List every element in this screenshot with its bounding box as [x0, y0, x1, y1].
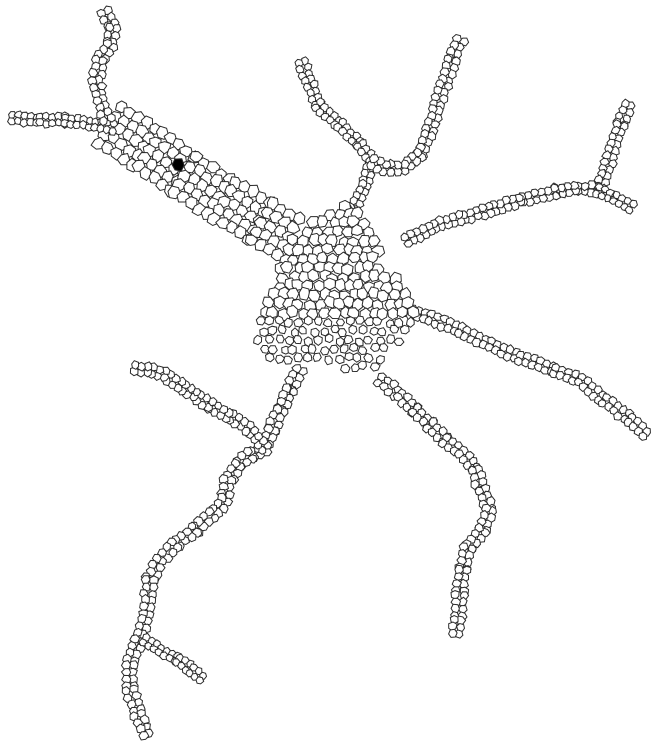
cell: [313, 353, 321, 361]
cell: [373, 318, 382, 326]
cell: [100, 117, 108, 126]
cell: [370, 363, 380, 371]
cell: [394, 338, 404, 345]
cell: [455, 565, 464, 573]
cell: [317, 216, 327, 228]
cell: [49, 120, 56, 127]
cell: [338, 329, 346, 337]
cell: [276, 335, 284, 343]
cell: [347, 317, 355, 326]
cell: [387, 335, 395, 344]
cell: [107, 114, 115, 122]
cell: [268, 326, 277, 335]
cell: [336, 319, 344, 326]
cell: [304, 353, 312, 362]
cell: [299, 287, 310, 300]
cell: [336, 355, 345, 363]
cell: [254, 335, 262, 344]
cell: [308, 344, 316, 353]
cell: [122, 661, 131, 670]
cell: [515, 357, 522, 366]
cell: [397, 306, 407, 317]
cell: [625, 206, 633, 214]
cell: [141, 576, 150, 584]
cell: [266, 335, 274, 343]
cell: [369, 270, 380, 282]
cell: [330, 345, 339, 353]
cell: [73, 121, 81, 128]
cell: [368, 236, 380, 247]
cell: [364, 336, 373, 344]
cell: [344, 335, 353, 343]
cell: [122, 669, 131, 676]
cell: [353, 353, 361, 362]
cell: [364, 353, 373, 362]
cell: [150, 583, 158, 592]
cell: [314, 317, 322, 326]
cell: [294, 353, 303, 362]
cell: [314, 336, 323, 346]
cell: [325, 334, 333, 343]
cell: [265, 316, 274, 325]
cell: [401, 233, 409, 241]
cell: [379, 344, 388, 352]
cell: [284, 356, 293, 364]
cell: [288, 345, 296, 354]
cell: [299, 326, 306, 334]
cell: [358, 347, 367, 355]
cell: [349, 343, 358, 351]
cell: [325, 356, 332, 365]
cell: [377, 356, 385, 365]
cell: [467, 209, 475, 217]
cell: [321, 347, 330, 355]
cell: [341, 364, 350, 373]
cell: [323, 319, 332, 327]
cell: [503, 352, 511, 361]
cell: [345, 353, 354, 361]
cell: [304, 316, 312, 325]
cell: [294, 319, 304, 328]
cell: [256, 317, 265, 325]
cell: [451, 604, 459, 612]
cell: [452, 580, 461, 587]
cell: [340, 345, 348, 354]
cell: [285, 336, 294, 345]
cell: [639, 432, 647, 440]
cell: [219, 475, 228, 483]
cell: [109, 128, 117, 135]
cell: [266, 306, 277, 318]
cell: [449, 629, 458, 637]
cell: [308, 290, 320, 301]
cell: [371, 343, 381, 351]
cell: [454, 573, 463, 581]
cell: [437, 323, 445, 332]
cell: [196, 677, 204, 684]
dendrite-cells: [8, 6, 651, 740]
cell: [355, 316, 364, 324]
cell: [317, 252, 327, 264]
cell: [349, 325, 357, 334]
cell: [132, 361, 139, 370]
cell: [359, 325, 367, 334]
cell: [266, 353, 275, 362]
cell: [293, 336, 301, 344]
cell: [358, 361, 367, 370]
cell: [370, 327, 379, 335]
cell: [276, 355, 285, 364]
cell: [139, 732, 149, 740]
